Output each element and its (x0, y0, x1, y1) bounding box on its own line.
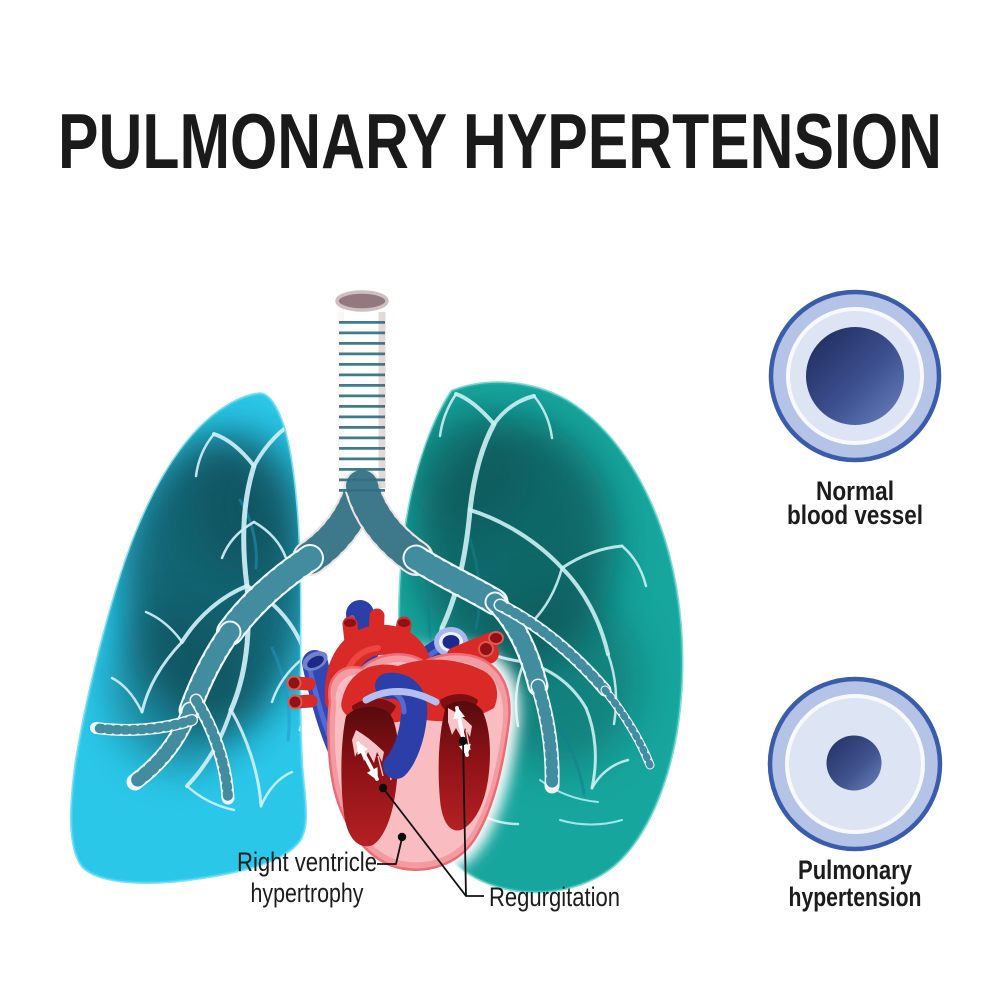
hypertension-vessel-diagram: Pulmonary hypertension (767, 676, 943, 912)
page-title: PULMONARY HYPERTENSION (58, 97, 942, 185)
right-ventricle-label-line2: hypertrophy (251, 878, 364, 908)
heart (286, 600, 520, 880)
regurgitation-arrows (356, 706, 471, 781)
regurgitation-label: Regurgitation (489, 882, 620, 912)
leader-lines (377, 740, 484, 897)
trachea (335, 290, 389, 497)
normal-vessel-label-line2: blood vessel (787, 500, 923, 530)
trachea-opening (335, 290, 389, 312)
normal-vessel-label-line1: Normal (816, 476, 894, 506)
left-lung (69, 392, 308, 884)
normal-vessel-diagram: Normal blood vessel (768, 289, 942, 530)
pointer-dots (378, 736, 468, 842)
heart-annotations: Right ventricle hypertrophy Regurgitatio… (237, 847, 620, 912)
hypertension-vessel-label-line1: Pulmonary (798, 855, 912, 885)
valve-collar (362, 688, 440, 706)
pulmonary-trunk-central (362, 672, 440, 779)
bronchi (90, 468, 655, 805)
hypertension-vessel-narrowed-lumen (826, 735, 882, 791)
normal-vessel-lumen (806, 327, 904, 425)
right-ventricle-label-line1: Right ventricle (237, 847, 377, 877)
hypertension-vessel-label-line2: hypertension (789, 882, 922, 912)
